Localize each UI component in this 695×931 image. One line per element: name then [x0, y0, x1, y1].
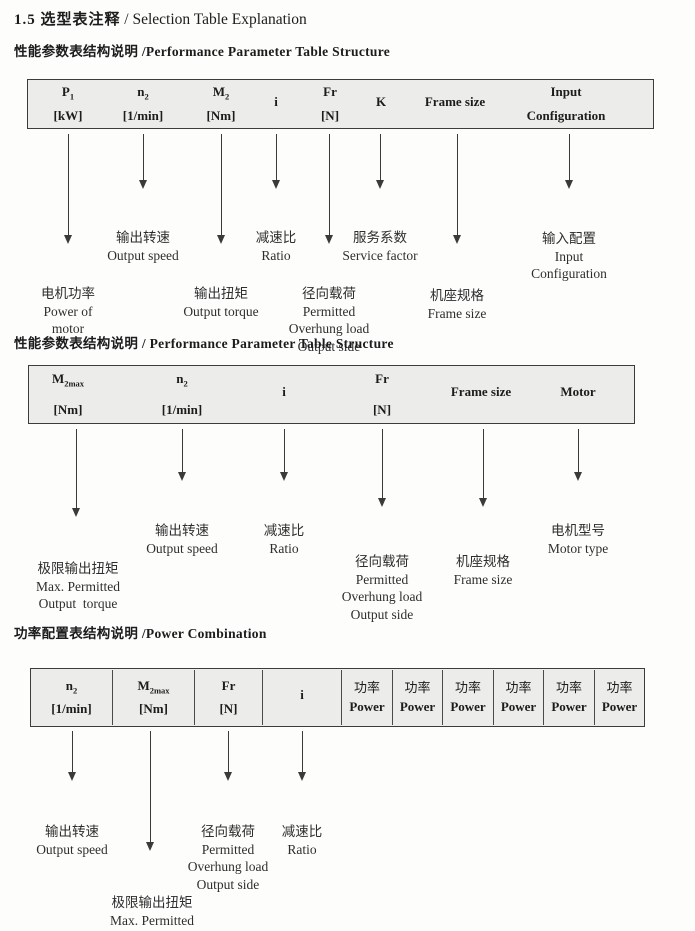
page-title-en: / Selection Table Explanation	[124, 11, 307, 28]
table-1-col-input-configuration: Input Configuration	[526, 84, 606, 123]
table-2-col-m2max: M2max [Nm]	[51, 371, 85, 417]
down-arrow-icon	[72, 429, 80, 517]
down-arrow-icon	[298, 731, 306, 781]
down-arrow-icon	[378, 429, 386, 507]
table-3-col-n2: n2 [1/min]	[31, 670, 113, 725]
down-arrow-icon	[139, 134, 147, 189]
table-2-col-i: i	[282, 384, 286, 400]
table-3-col-power-5: 功率 Power	[544, 670, 595, 725]
down-arrow-icon	[224, 731, 232, 781]
table-2-col-n2: n2 [1/min]	[161, 371, 203, 417]
table-3-col-power-6: 功率 Power	[601, 680, 638, 714]
down-arrow-icon	[64, 134, 72, 244]
down-arrow-icon	[146, 731, 154, 851]
table-3-col-i: i	[263, 670, 342, 725]
table-3-header	[30, 668, 645, 727]
table-2-col-motor: Motor	[560, 384, 596, 400]
table-1-header	[27, 79, 654, 129]
page-title: 1.5 选型表注释 / Selection Table Explanation	[14, 8, 307, 29]
down-arrow-icon	[280, 429, 288, 481]
table-1-col-frame-size: Frame size	[424, 93, 486, 109]
page-title-zh: 1.5 选型表注释	[14, 12, 121, 28]
down-arrow-icon	[565, 134, 573, 189]
table-1-col-fr: Fr [N]	[320, 84, 340, 123]
table-3-col-power-2: 功率 Power	[393, 670, 443, 725]
table-3-col-power-3: 功率 Power	[443, 670, 494, 725]
down-arrow-icon	[479, 429, 487, 507]
table-1-col-m2: M2 [Nm]	[206, 84, 236, 123]
table-3-col-m2max: M2max [Nm]	[113, 670, 195, 725]
table-1-col-p1: P1 [kW]	[53, 84, 83, 123]
table-3-col-power-4: 功率 Power	[494, 670, 544, 725]
section-3-heading: 功率配置表结构说明 /Power Combination	[14, 626, 267, 641]
down-arrow-icon	[376, 134, 384, 189]
table-1-col-n2: n2 [1/min]	[122, 84, 164, 123]
down-arrow-icon	[68, 731, 76, 781]
table-2-header	[28, 365, 635, 424]
down-arrow-icon	[217, 134, 225, 244]
section-2-heading: 性能参数表结构说明 / Performance Parameter Table …	[14, 336, 394, 351]
table-2-col-fr: Fr [N]	[372, 371, 392, 417]
down-arrow-icon	[325, 134, 333, 244]
table-3-col-fr: Fr [N]	[195, 670, 263, 725]
down-arrow-icon	[272, 134, 280, 189]
section-1-heading: 性能参数表结构说明 /Performance Parameter Table S…	[14, 44, 391, 59]
table-2-col-frame-size: Frame size	[450, 384, 512, 400]
table-3-col-power-1: 功率 Power	[342, 670, 393, 725]
down-arrow-icon	[453, 134, 461, 244]
down-arrow-icon	[178, 429, 186, 481]
table-1-col-i: i	[274, 93, 278, 109]
table-1-col-k: K	[375, 93, 387, 109]
down-arrow-icon	[574, 429, 582, 481]
